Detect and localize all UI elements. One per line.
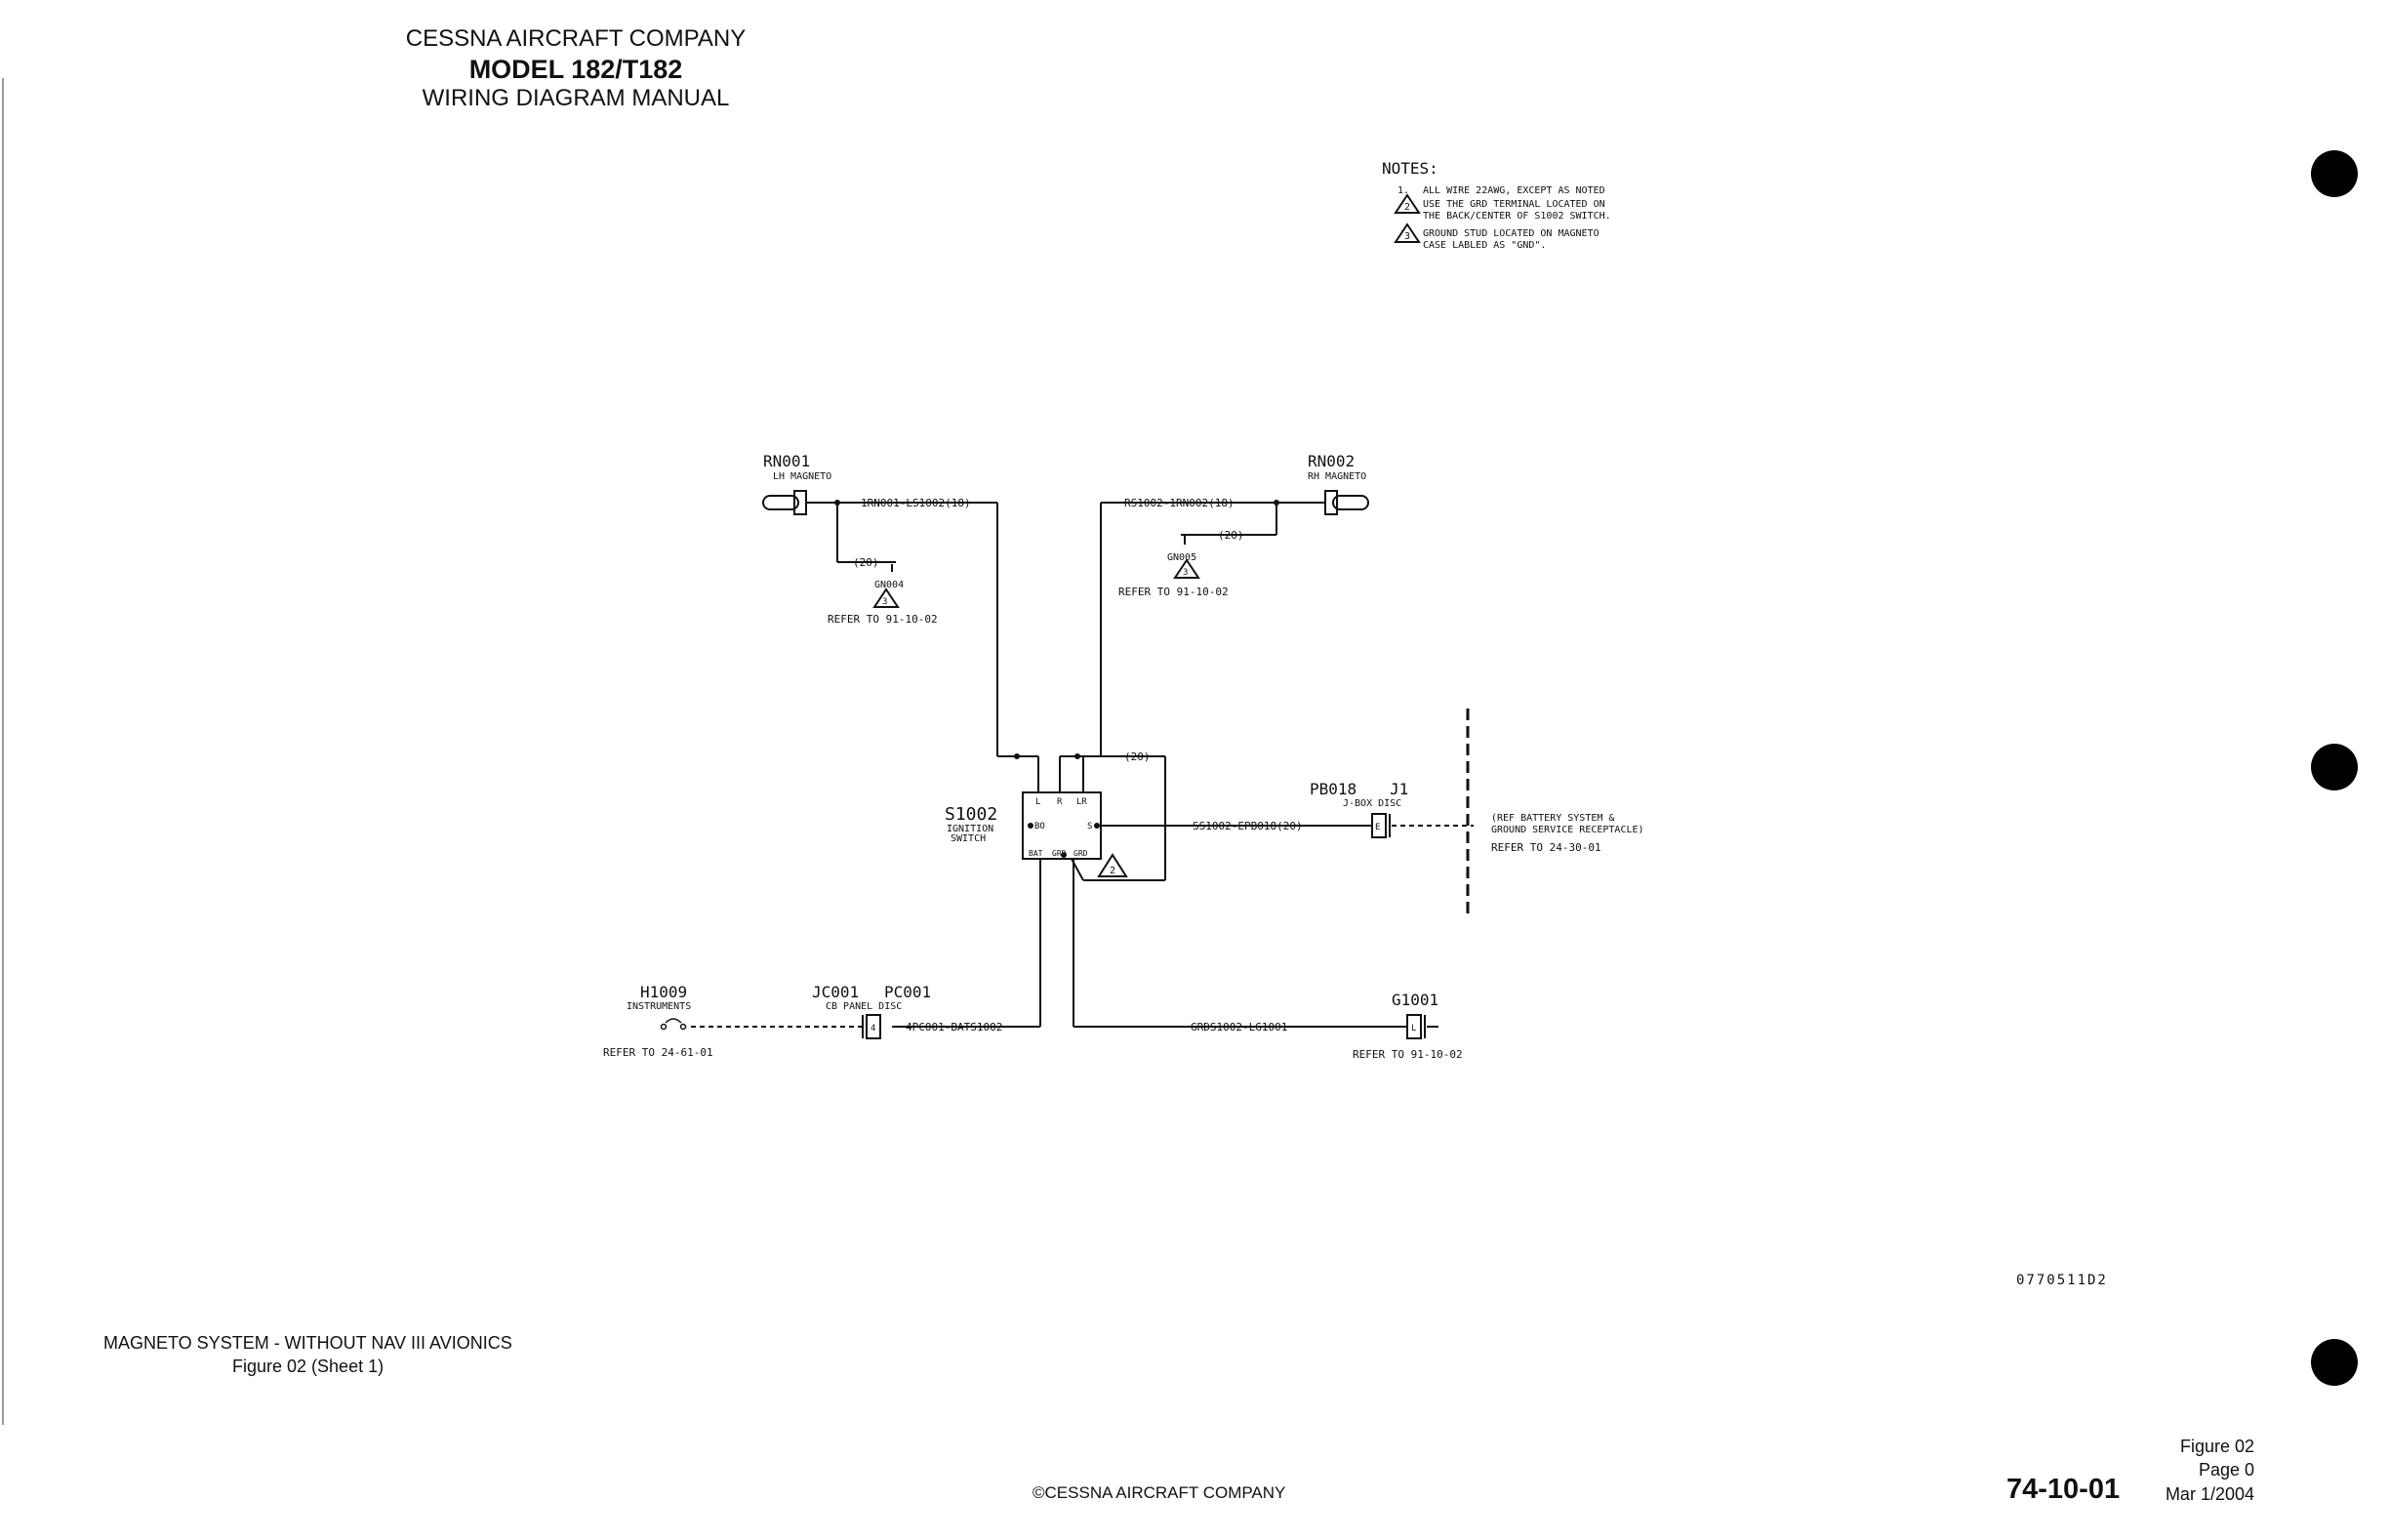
h1009-desc: INSTRUMENTS [627,1001,691,1012]
page-figure-ref: Figure 02 [2179,1437,2254,1456]
rn002-plug-connector [1324,490,1338,515]
rn002-gnd-wire-label: (20) [1218,529,1244,542]
jc001-desc: CB PANEL DISC [826,1001,902,1012]
rn001-ref: REFER TO 91-10-02 [828,613,938,626]
pc001-id: PC001 [884,983,931,1001]
s1002-jumper-label: (20) [1124,750,1151,763]
g1001-wire-label: GRDS1002-LG1001 [1191,1021,1287,1033]
figure-title: MAGNETO SYSTEM - WITHOUT NAV III AVIONIC… [103,1333,512,1353]
rn001-id: RN001 [763,452,810,470]
junction-dot [1014,753,1020,759]
note-2-line2: THE BACK/CENTER OF S1002 SWITCH. [1423,211,1611,222]
rn001-gnd-wire-label: (20) [853,556,879,569]
rn002-desc: RH MAGNETO [1308,471,1366,482]
s1002-desc1: IGNITION [947,824,993,834]
company-name: CESSNA AIRCRAFT COMPANY [405,25,747,52]
notes-triangle-3 [1394,223,1421,243]
rn001-wire-label: 1RN001-LS1002(18) [861,497,971,509]
jc001-connector [866,1014,881,1039]
gn005-note-triangle [1173,558,1200,579]
h1009-breaker-symbol [660,1018,687,1031]
s1002-desc2: SWITCH [951,833,986,844]
left-page-edge [2,78,4,1425]
gn004-note-number: 3 [882,597,887,607]
binder-hole-bottom [2311,1339,2358,1386]
pb018-desc: J-BOX DISC [1343,798,1401,809]
pb018-pin: E [1375,823,1380,832]
pb018-ref-line3: REFER TO 24-30-01 [1491,841,1601,854]
figure-sheet: Figure 02 (Sheet 1) [232,1357,385,1376]
page-info: Figure 02 Page 0 Mar 1/2004 [2127,1435,2254,1506]
drawing-number: 0770511D2 [2016,1273,2108,1288]
jc001-id: JC001 [812,983,859,1001]
rn001-plug-connector [793,490,807,515]
document-header: CESSNA AIRCRAFT COMPANY MODEL 182/T182 W… [381,25,771,113]
pb018-ref-line1: (REF BATTERY SYSTEM & [1491,813,1614,824]
gn005-note-number: 3 [1183,568,1188,578]
notes-title: NOTES: [1382,159,1438,178]
rn001-desc: LH MAGNETO [773,471,831,482]
pb018-id: PB018 [1310,780,1356,798]
g1001-pin: L [1411,1024,1416,1033]
note-1-number: 1. [1397,185,1409,196]
page-date: Mar 1/2004 [2165,1483,2254,1504]
g1001-ref: REFER TO 91-10-02 [1353,1048,1463,1061]
note-3-line2: CASE LABLED AS "GND". [1423,240,1546,251]
gn004-id: GN004 [874,580,904,590]
junction-dot [1094,823,1100,829]
model-title: MODEL 182/T182 [468,54,683,84]
g1001-connector [1406,1014,1422,1039]
h1009-ref: REFER TO 24-61-01 [603,1046,713,1059]
note-3-line1: GROUND STUD LOCATED ON MAGNETO [1423,228,1599,239]
pb018-connector [1371,813,1387,838]
note-2-triangle-switch [1097,853,1128,877]
s1002-pin-bo: BO [1034,822,1045,831]
copyright: ©CESSNA AIRCRAFT COMPANY [1033,1483,1286,1502]
manual-title: WIRING DIAGRAM MANUAL [422,85,730,112]
page-number: Page 0 [2198,1460,2254,1480]
gn005-id: GN005 [1167,552,1196,563]
rn002-wire-label: RS1002-1RN002(18) [1124,497,1235,509]
s1002-pin-grd1: GRD [1052,849,1067,858]
junction-dot [1061,852,1067,858]
pb018-ref-line2: GROUND SERVICE RECEPTACLE) [1491,825,1644,835]
jc001-pin: 4 [871,1024,875,1033]
binder-hole-top [2311,150,2358,197]
s1002-pin-s: S [1087,822,1092,831]
note-2-number: 2 [1404,202,1410,213]
rn002-id: RN002 [1308,452,1355,470]
pb018-wire-label: SS1002-EPB018(20) [1193,820,1303,832]
rn002-ref: REFER TO 91-10-02 [1118,586,1229,598]
s1002-pin-l: L [1035,797,1040,807]
gn004-note-triangle [872,588,900,608]
junction-dot [1028,823,1033,829]
junction-dot [1274,500,1279,506]
note-3-number: 3 [1404,231,1410,242]
junction-dot [834,500,840,506]
s1002-pin-r: R [1057,797,1063,807]
binder-hole-middle [2311,744,2358,790]
junction-dot [1074,753,1080,759]
document-number: 74-10-01 [2006,1474,2121,1505]
g1001-id: G1001 [1392,991,1438,1009]
s1002-pin-grd2: GRD [1073,849,1088,858]
jc001-wire-label: 4PC001-BATS1002 [906,1021,1002,1033]
note-1-text: ALL WIRE 22AWG, EXCEPT AS NOTED [1423,185,1605,196]
rn002-plug-body [1332,495,1369,510]
h1009-id: H1009 [640,983,687,1001]
s1002-note-number: 2 [1110,866,1115,876]
s1002-id: S1002 [945,804,997,825]
s1002-pin-lr: LR [1076,797,1087,807]
rn001-plug-body [762,495,799,510]
note-2-line1: USE THE GRD TERMINAL LOCATED ON [1423,199,1605,210]
s1002-pin-bat: BAT [1029,849,1043,858]
notes-triangle-2 [1394,193,1421,214]
j1-id: J1 [1390,780,1408,798]
